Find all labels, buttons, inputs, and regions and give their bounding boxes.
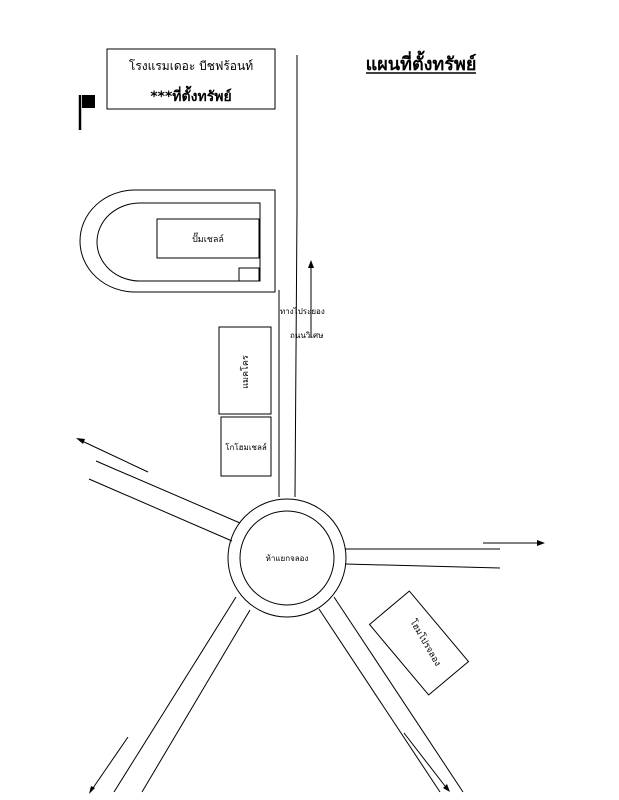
shell-station-area	[79, 189, 276, 293]
road-east	[344, 540, 545, 569]
to-rayong-label: ทางไประยอง	[280, 307, 325, 316]
road-southeast	[318, 596, 464, 793]
map-title: แผนที่ตั้งทรัพย์	[366, 50, 477, 75]
shop-label: โกโฮมเชลล์	[225, 442, 267, 452]
main-road	[278, 55, 298, 498]
shop-box	[220, 416, 272, 477]
homepro-box	[368, 590, 470, 696]
road-label: ถนนวิเศษ	[290, 331, 323, 340]
road-southwest	[89, 596, 251, 794]
hotel-name-label: โรงแรมเดอะ บีชฟร้อนท์	[129, 59, 253, 73]
property-marker-label: ***ที่ตั้งทรัพย์	[150, 85, 231, 105]
pump-label: ปั๊มเชลล์	[192, 232, 224, 245]
makro-box	[218, 326, 272, 415]
makro-label: แมคโคร	[240, 355, 251, 389]
hotel-box	[106, 48, 276, 110]
roundabout-label: ห้าแยกจลอง	[266, 554, 309, 563]
road-northwest	[76, 438, 241, 542]
flag-icon	[78, 95, 95, 130]
north-arrow-icon	[308, 260, 314, 338]
roundabout	[227, 498, 347, 618]
